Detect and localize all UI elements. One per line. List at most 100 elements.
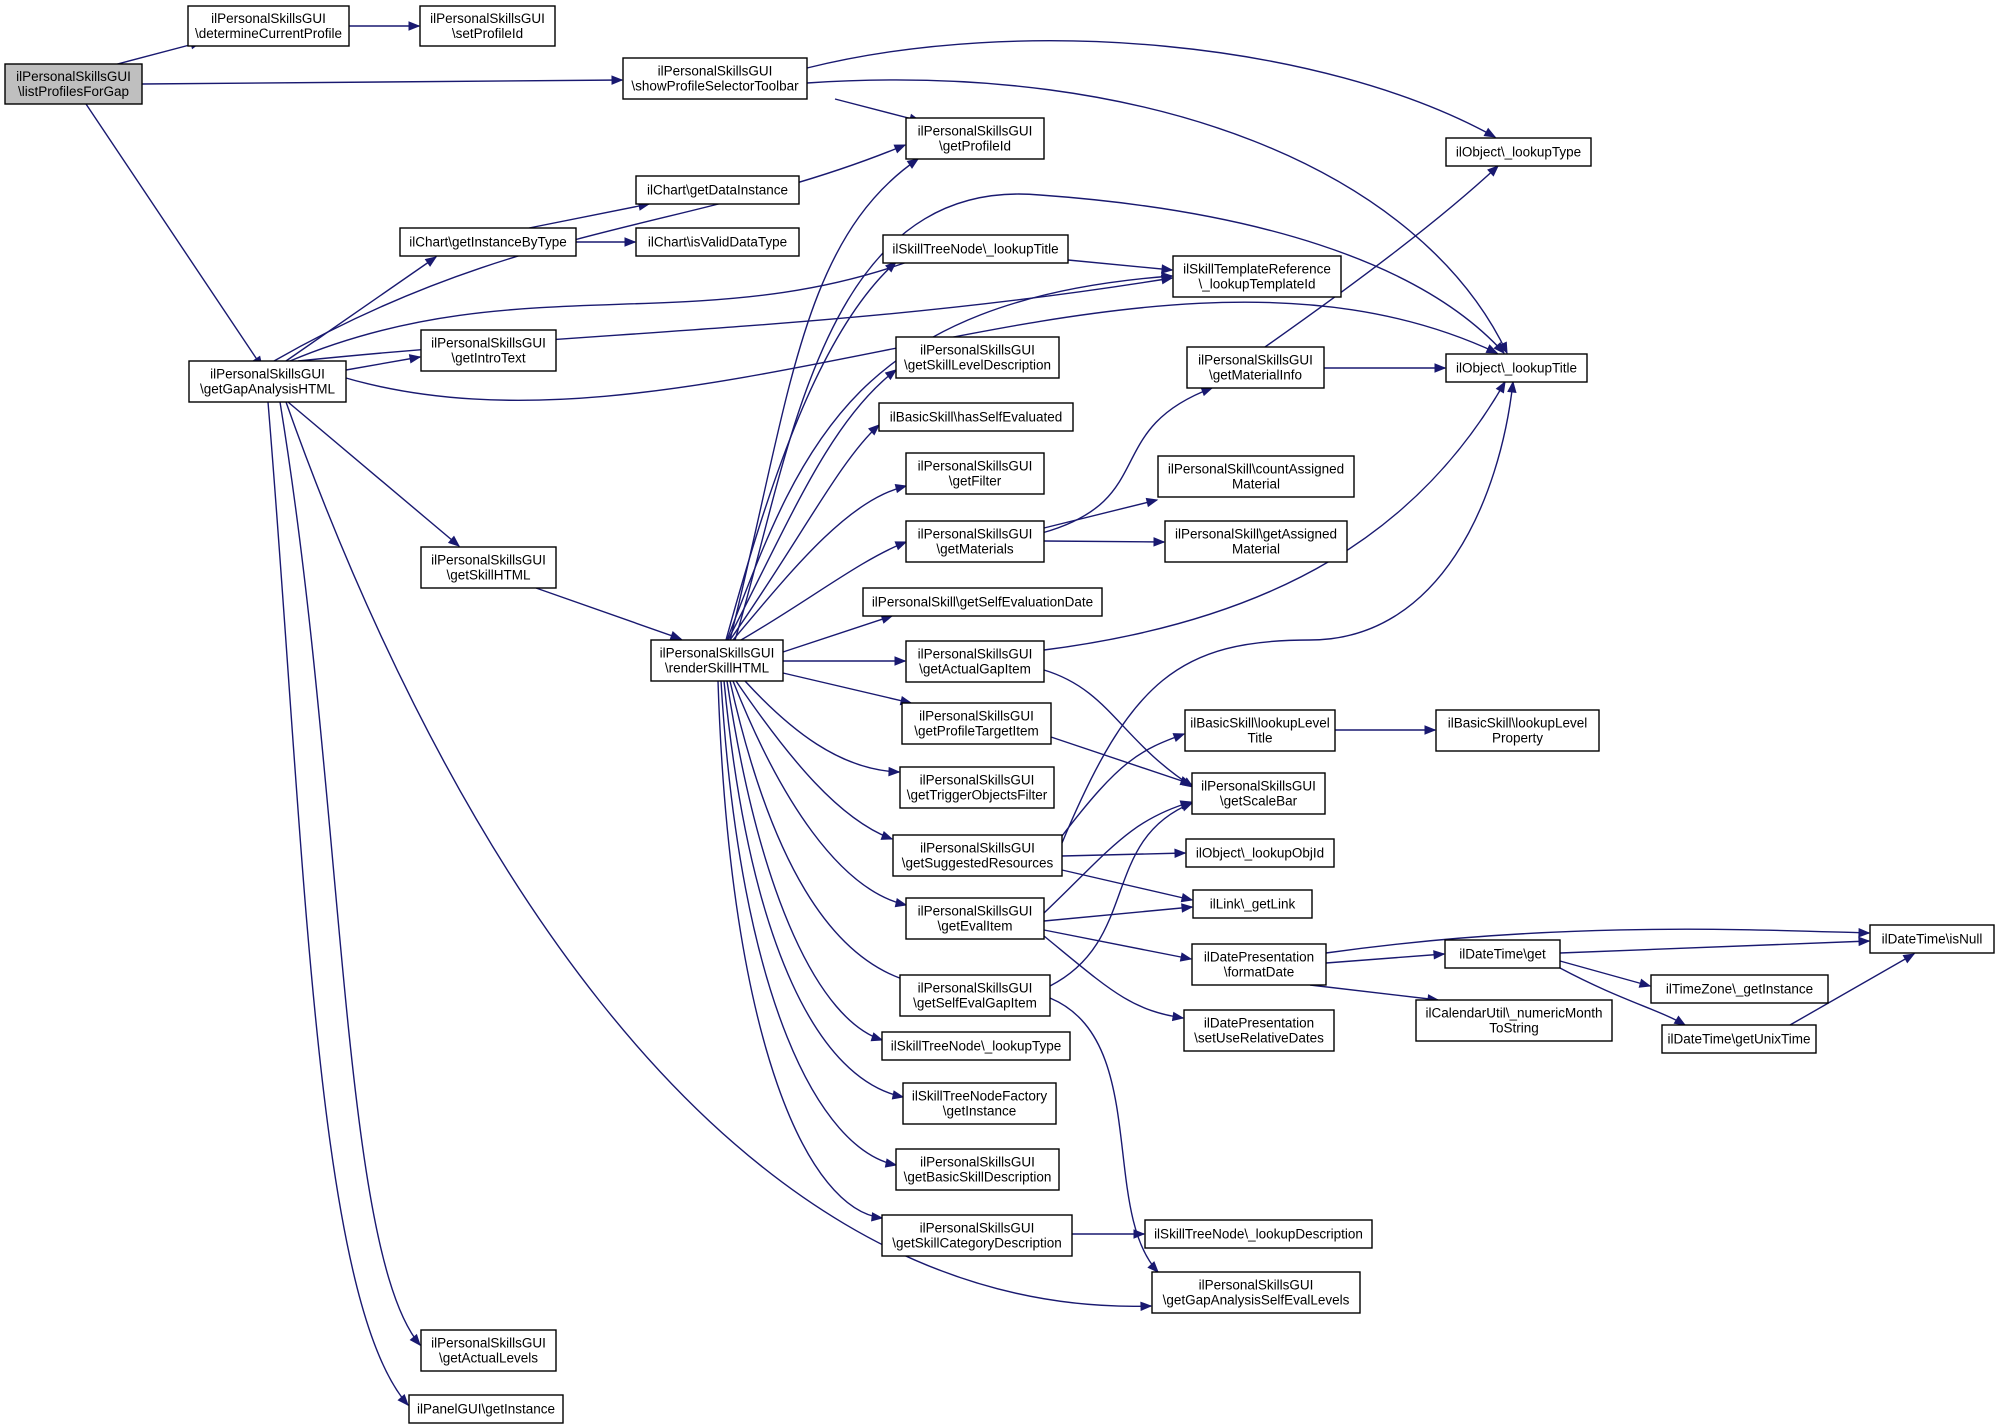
node-label: ilDatePresentation [1204,1016,1314,1031]
node-label: ilSkillTreeNode\_lookupType [891,1039,1062,1054]
node-isValidDataType[interactable]: ilChart\isValidDataType [635,227,800,257]
node-label: ilBasicSkill\lookupLevel [1190,716,1330,731]
node-label: ilPersonalSkillsGUI [920,1221,1035,1236]
node-skillTreeNodeLookupType[interactable]: ilSkillTreeNode\_lookupType [881,1031,1071,1061]
node-label: ilObject\_lookupTitle [1456,361,1577,376]
node-hasSelfEvaluated[interactable]: ilBasicSkill\hasSelfEvaluated [878,402,1074,432]
edge-showProfileSelectorToolbar-to-lookupType [806,40,1497,138]
node-box [1184,709,1336,752]
edge-line [285,256,437,362]
node-label: \getGapAnalysisSelfEvalLevels [1163,1293,1350,1308]
node-getActualGapItem[interactable]: ilPersonalSkillsGUI\getActualGapItem [905,640,1045,683]
node-getSuggestedResources[interactable]: ilPersonalSkillsGUI\getSuggestedResource… [892,834,1063,877]
node-label: ilPersonalSkillsGUI [919,709,1034,724]
node-lookupDescription[interactable]: ilSkillTreeNode\_lookupDescription [1144,1219,1373,1249]
node-label: ilPersonalSkillsGUI [918,527,1033,542]
node-panelGetInstance[interactable]: ilPanelGUI\getInstance [408,1394,564,1424]
edge-getInstanceByType-to-isValidDataType [576,237,637,247]
node-lookupTemplateId[interactable]: ilSkillTemplateReference\_lookupTemplate… [1172,255,1342,298]
node-getMaterialInfo[interactable]: ilPersonalSkillsGUI\getMaterialInfo [1186,346,1325,389]
node-label: ilDateTime\get [1459,947,1546,962]
edge-line [273,144,906,362]
edge-arrowhead [885,261,898,273]
node-getSkillHTML[interactable]: ilPersonalSkillsGUI\getSkillHTML [420,546,557,589]
node-setProfileId[interactable]: ilPersonalSkillsGUI\setProfileId [419,5,556,47]
node-objectLookupTitle[interactable]: ilObject\_lookupTitle [1445,353,1588,383]
node-getBasicSkillDescription[interactable]: ilPersonalSkillsGUI\getBasicSkillDescrip… [895,1148,1060,1191]
node-getSkillCategoryDescription[interactable]: ilPersonalSkillsGUI\getSkillCategoryDesc… [881,1214,1073,1257]
node-label: \getBasicSkillDescription [904,1170,1052,1185]
node-getTriggerObjectsFilter[interactable]: ilPersonalSkillsGUI\getTriggerObjectsFil… [899,766,1055,809]
edge-line [1049,997,1159,1273]
node-label: ToString [1489,1021,1539,1036]
node-box [881,1214,1073,1257]
node-getIntroText[interactable]: ilPersonalSkillsGUI\getIntroText [420,329,557,372]
node-getDataInstance[interactable]: ilChart\getDataInstance [635,175,800,205]
node-label: ilObject\_lookupType [1456,145,1581,160]
node-renderSkillHTML[interactable]: ilPersonalSkillsGUI\renderSkillHTML [650,639,784,682]
node-getGapAnalysisSelfEvalLevels[interactable]: ilPersonalSkillsGUI\getGapAnalysisSelfEv… [1151,1271,1361,1314]
node-formatDate[interactable]: ilDatePresentation\formatDate [1191,943,1327,986]
node-getMaterials[interactable]: ilPersonalSkillsGUI\getMaterials [905,520,1045,563]
node-lookupType[interactable]: ilObject\_lookupType [1445,137,1592,167]
node-label: ilSkillTemplateReference [1183,262,1331,277]
node-box [1151,1271,1361,1314]
node-skillTreeNodeLookupTitle[interactable]: ilSkillTreeNode\_lookupTitle [882,234,1069,264]
node-lookupObjId[interactable]: ilObject\_lookupObjId [1185,838,1335,868]
node-determineCurrentProfile[interactable]: ilPersonalSkillsGUI\determineCurrentProf… [187,5,350,47]
edge-line [725,261,897,641]
edge-arrowhead [1147,1261,1159,1273]
edge-getMaterialInfo-to-objectLookupTitle [1324,363,1447,373]
node-getProfileTargetItem[interactable]: ilPersonalSkillsGUI\getProfileTargetItem [901,702,1052,745]
edge-line [85,103,263,368]
node-getSelfEvaluationDate[interactable]: ilPersonalSkill\getSelfEvaluationDate [862,587,1103,617]
node-timeZoneGetInstance[interactable]: ilTimeZone\_getInstance [1650,974,1829,1004]
node-getProfileId[interactable]: ilPersonalSkillsGUI\getProfileId [905,117,1045,160]
node-box [899,974,1051,1017]
node-skillTreeNodeFactoryGetInstance[interactable]: ilSkillTreeNodeFactory\getInstance [902,1082,1057,1125]
node-getFilter[interactable]: ilPersonalSkillsGUI\getFilter [905,452,1045,495]
node-getInstanceByType[interactable]: ilChart\getInstanceByType [399,227,577,257]
node-dateTimeGet[interactable]: ilDateTime\get [1444,939,1561,969]
node-getActualLevels[interactable]: ilPersonalSkillsGUI\getActualLevels [420,1329,557,1372]
edge-arrowhead [1153,537,1166,547]
node-box [1445,353,1588,383]
node-getLink[interactable]: ilLink\_getLink [1192,889,1313,919]
node-getSkillLevelDescription[interactable]: ilPersonalSkillsGUI\getSkillLevelDescrip… [895,336,1060,379]
node-label: \getActualGapItem [919,662,1031,677]
edge-arrowhead [1858,936,1871,947]
edge-getEvalItem-to-getLink [1043,903,1194,922]
node-label: ilPersonalSkillsGUI [1199,1278,1314,1293]
edge-renderSkillHTML-to-getBasicSkillDescription [720,680,898,1168]
edge-arrowhead [1181,903,1194,913]
edge-dateTimeGet-to-timeZoneGetInstance [1559,960,1652,988]
node-setUseRelativeDates[interactable]: ilDatePresentation\setUseRelativeDates [1183,1009,1335,1052]
edge-renderSkillHTML-to-getProfileId [729,158,920,641]
node-label: ilSkillTreeNodeFactory [912,1089,1048,1104]
node-label: \getProfileTargetItem [914,724,1039,739]
node-getSelfEvalGapItem[interactable]: ilPersonalSkillsGUI\getSelfEvalGapItem [899,974,1051,1017]
node-showProfileSelectorToolbar[interactable]: ilPersonalSkillsGUI\showProfileSelectorT… [622,57,808,100]
edge-arrowhead [447,535,461,547]
node-root[interactable]: ilPersonalSkillsGUI\listProfilesForGap [4,63,143,105]
node-getEvalItem[interactable]: ilPersonalSkillsGUI\getEvalItem [905,897,1045,940]
edge-renderSkillHTML-to-getProfileTargetItem [782,672,913,706]
edge-line [1043,499,1158,529]
edge-line [267,401,409,1406]
edge-getGapAnalysisHTML-to-getActualLevels [279,401,421,1347]
edge-arrowhead [624,237,637,247]
node-label: ilPersonalSkillsGUI [918,124,1033,139]
node-label: \getSuggestedResources [902,856,1054,871]
node-getScaleBar[interactable]: ilPersonalSkillsGUI\getScaleBar [1191,772,1326,815]
edge-line [1041,387,1213,534]
node-isNull[interactable]: ilDateTime\isNull [1869,924,1995,954]
node-getUnixTime[interactable]: ilDateTime\getUnixTime [1661,1024,1817,1054]
node-getGapAnalysisHTML[interactable]: ilPersonalSkillsGUI\getGapAnalysisHTML [188,360,347,403]
node-box [1186,346,1325,389]
edge-getGapAnalysisHTML-to-getInstanceByType [285,256,438,362]
